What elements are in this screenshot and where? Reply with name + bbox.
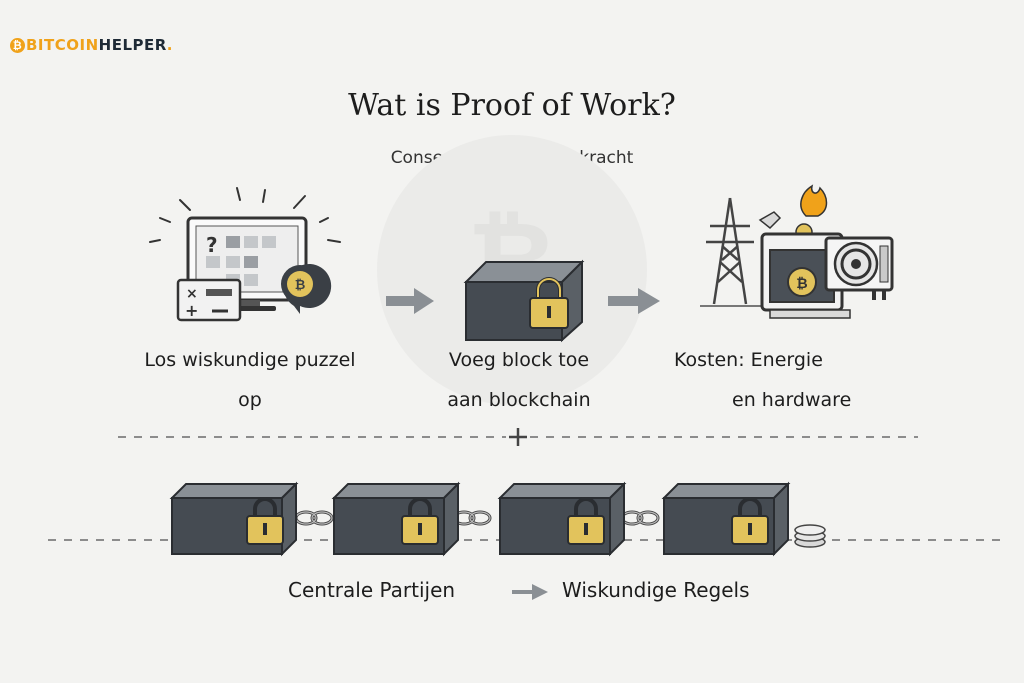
svg-text:?: ?: [206, 233, 218, 257]
step-1-line2: op: [238, 389, 262, 411]
logo-prefix: BITCOIN: [26, 36, 99, 54]
step-2-line1: Voeg block toe: [448, 349, 590, 371]
blockchain-illustration: [169, 481, 826, 557]
energy-hardware-icon: ₿: [700, 184, 894, 319]
logo-suffix: HELPER: [98, 36, 167, 54]
svg-text:+: +: [185, 301, 198, 320]
svg-text:₿: ₿: [796, 276, 807, 292]
step-2-line2: aan blockchain: [447, 389, 591, 411]
step-1-caption: Los wiskundige puzzel op: [100, 340, 400, 420]
arrow-right-icon: [512, 584, 548, 600]
to-label: Wiskundige Regels: [562, 578, 750, 602]
step-3-caption: Kosten: Energie en hardware: [648, 340, 948, 420]
locked-block-icon: [331, 481, 461, 557]
logo-dot: .: [166, 36, 173, 54]
locked-block-icon: [463, 259, 585, 343]
from-label: Centrale Partijen: [288, 578, 456, 602]
step-3-line1: Kosten: Energie: [674, 349, 823, 371]
coin-stack-icon: [794, 524, 826, 548]
step-3-line2: en hardware: [732, 389, 852, 411]
step-2-caption: Voeg block toe aan blockchain: [374, 340, 664, 420]
bitcoin-logo-icon: ₿: [10, 37, 25, 53]
locked-block-icon: [169, 481, 299, 557]
arrow-right-icon: [608, 288, 660, 314]
locked-block-icon: [661, 481, 791, 557]
locked-block-icon: [497, 481, 627, 557]
arrow-right-icon: [386, 288, 434, 314]
svg-text:×: ×: [186, 286, 198, 302]
plus-icon: [509, 428, 527, 446]
page-title: Wat is Proof of Work?: [348, 88, 676, 123]
computer-puzzle-icon: ? × + ₿: [149, 187, 341, 322]
step-1-line1: Los wiskundige puzzel: [144, 349, 356, 371]
svg-text:₿: ₿: [295, 278, 306, 293]
